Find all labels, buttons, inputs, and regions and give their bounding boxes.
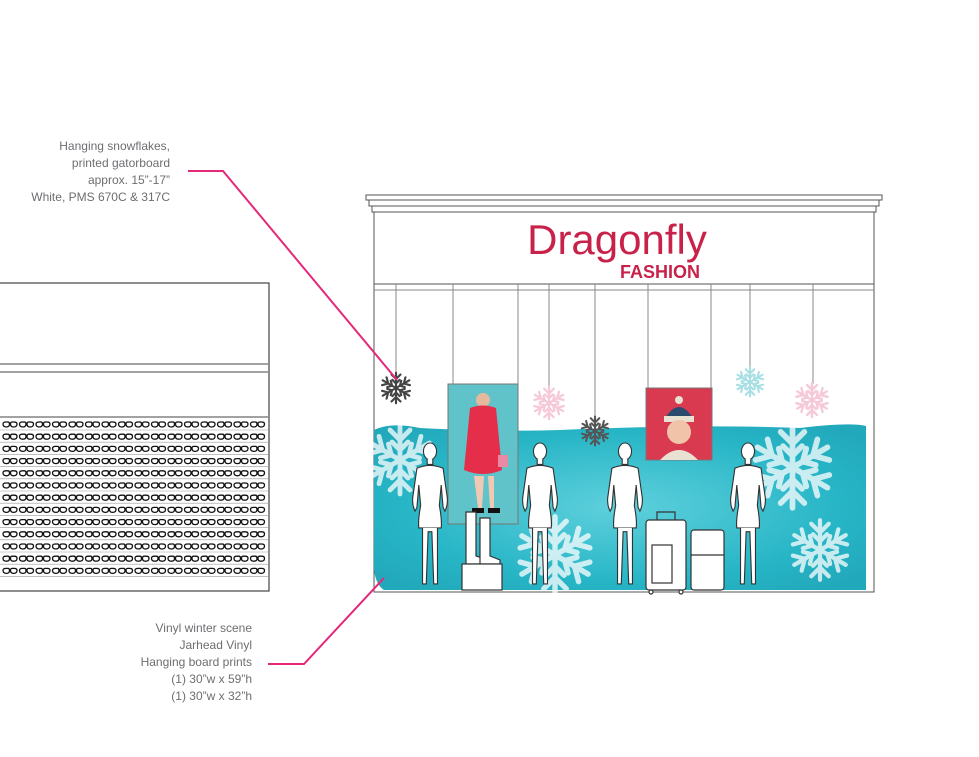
annotation-line: Jarhead Vinyl — [179, 638, 253, 652]
brand-name: Dragonfly — [527, 216, 707, 263]
annotation-line: (1) 30”w x 59”h — [171, 672, 252, 686]
leader-line-snowflakes — [188, 170, 398, 381]
boots-on-pedestal — [461, 511, 503, 591]
board-print-short — [645, 387, 713, 461]
glasses-rows — [0, 421, 268, 577]
board-print-tall — [447, 383, 519, 525]
leader-line-vinyl — [268, 577, 385, 665]
brand-subtitle: FASHION — [620, 262, 700, 282]
annotation-line: White, PMS 670C & 317C — [31, 190, 170, 204]
vinyl-annotation: Vinyl winter scene Jarhead Vinyl Hanging… — [0, 620, 252, 705]
suitcase-icon — [645, 511, 725, 595]
annotation-line: (1) 30”w x 32”h — [171, 689, 252, 703]
storefront: Dragonfly FASHION — [366, 194, 883, 595]
annotation-line: Vinyl winter scene — [155, 621, 253, 635]
annotation-line: Hanging board prints — [140, 655, 252, 669]
annotation-line: printed gatorboard — [71, 156, 170, 170]
annotation-line: approx. 15”-17” — [87, 173, 170, 187]
eyewear-display-fixture — [0, 282, 270, 592]
annotation-line: Hanging snowflakes, — [59, 139, 170, 153]
snowflake-annotation: Hanging snowflakes, printed gatorboard a… — [0, 138, 170, 206]
